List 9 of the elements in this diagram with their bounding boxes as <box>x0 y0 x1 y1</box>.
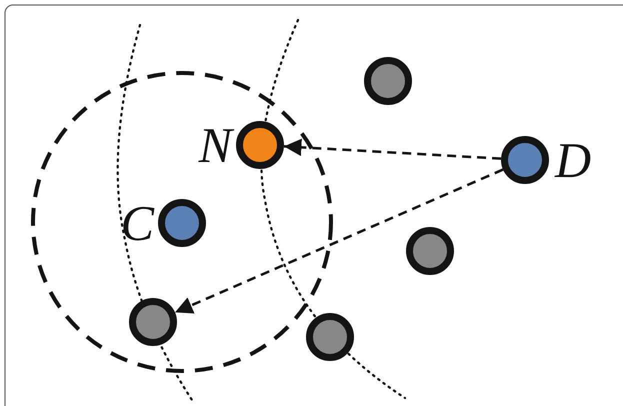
arrow <box>284 138 502 160</box>
arrow <box>174 168 504 314</box>
node-label: N <box>198 120 232 170</box>
node-circle <box>364 57 412 105</box>
node-label: D <box>555 135 592 185</box>
node-circle <box>129 298 177 346</box>
node-circle <box>406 227 454 275</box>
node-circle <box>306 313 354 361</box>
node-label: C <box>120 198 154 248</box>
